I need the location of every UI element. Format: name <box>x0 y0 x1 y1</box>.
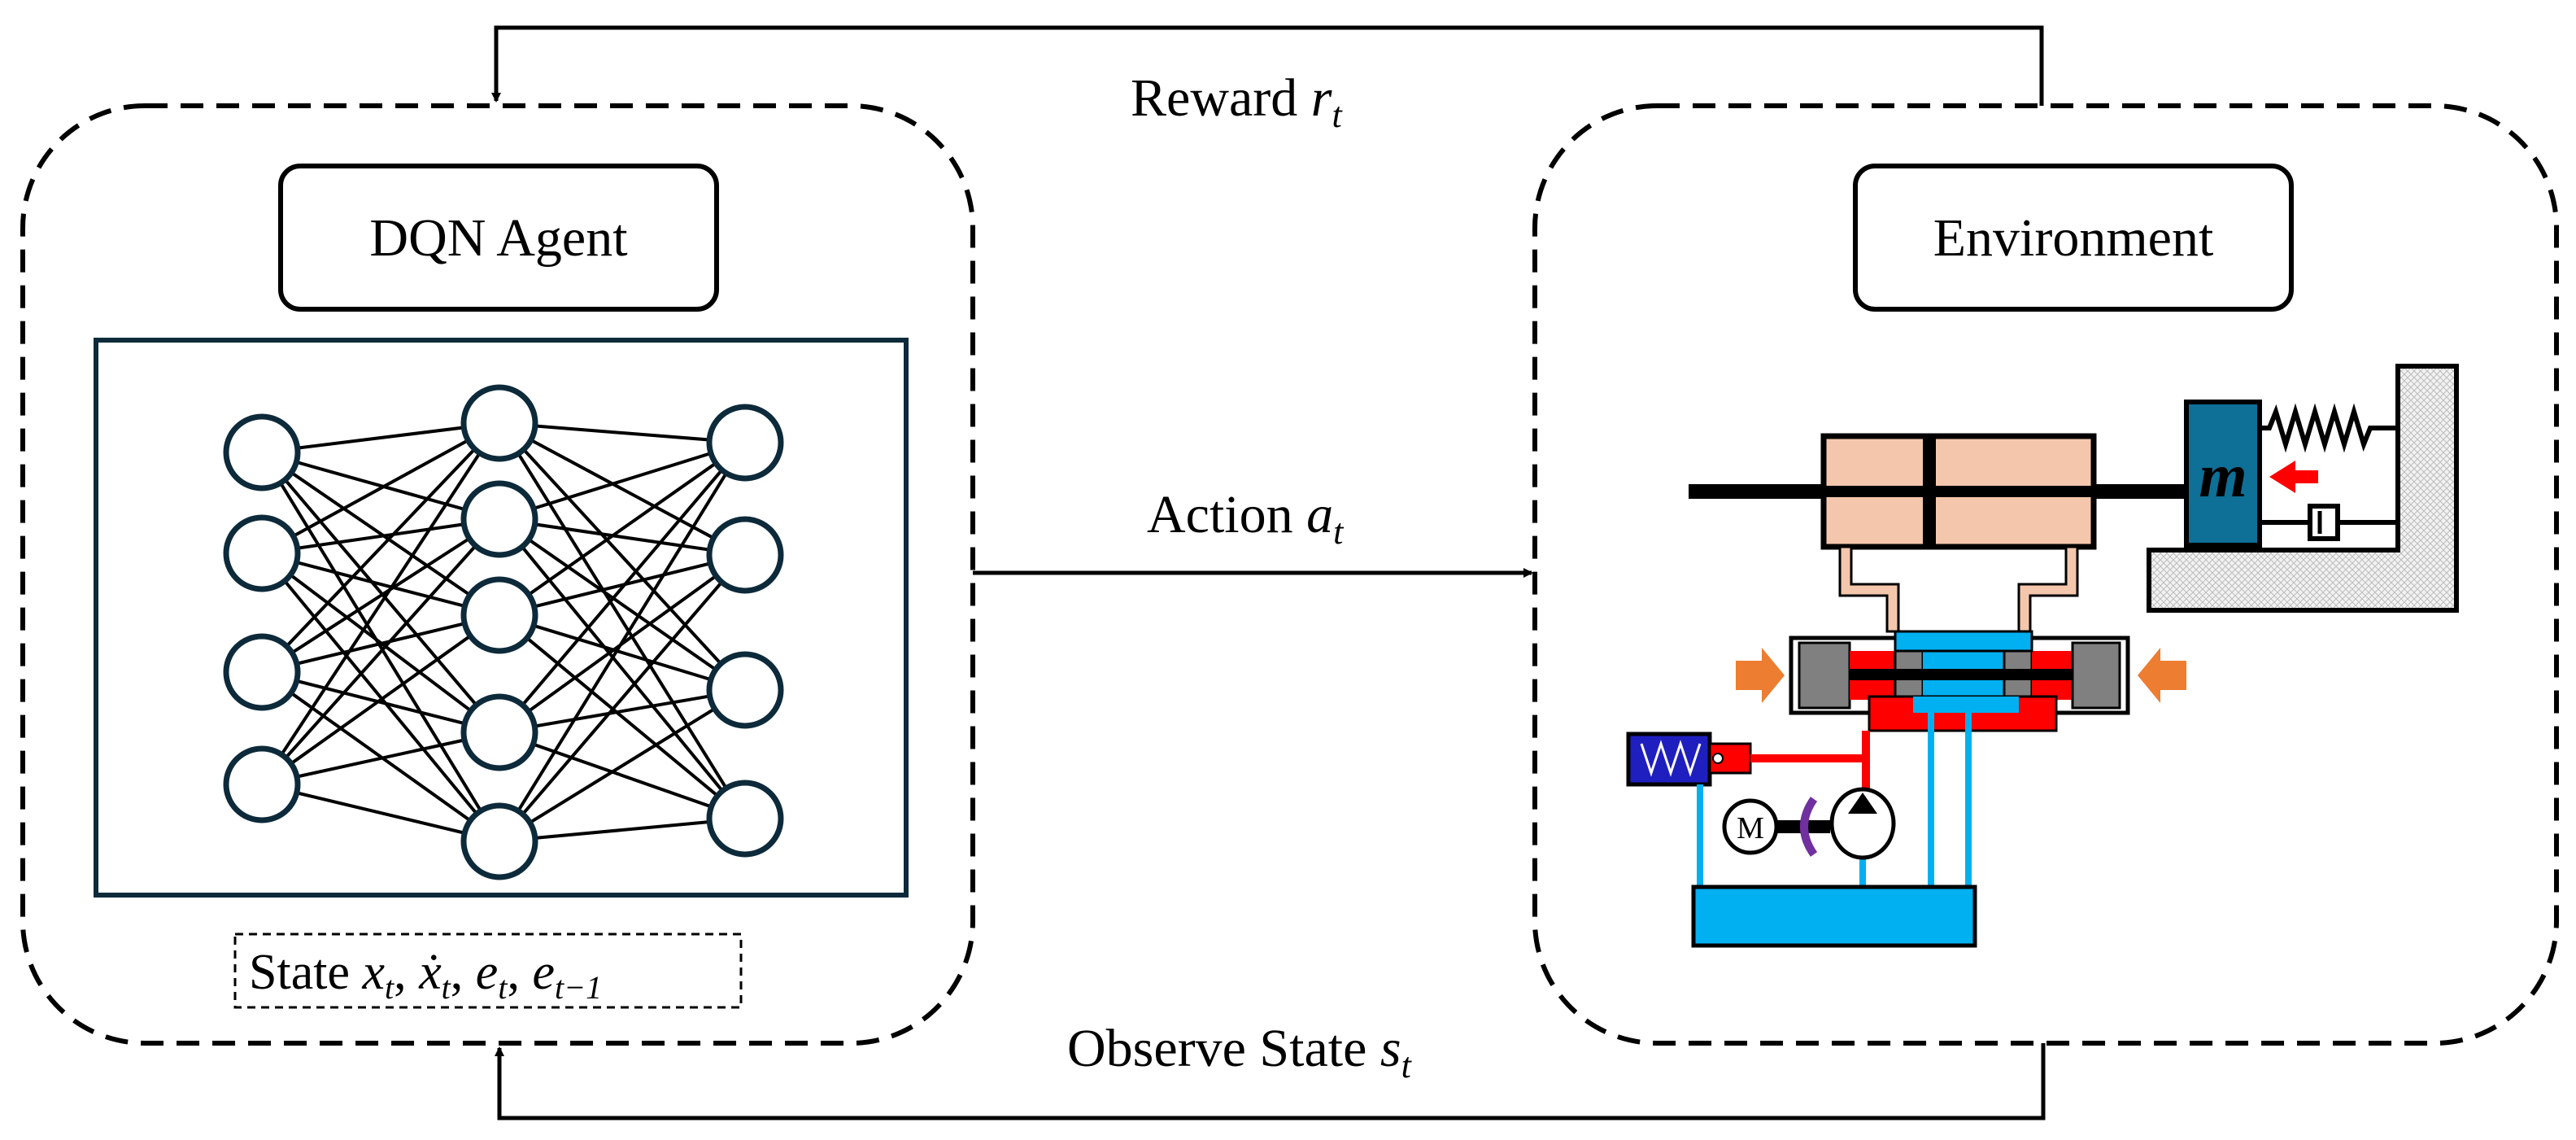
network-edge <box>261 731 500 786</box>
network-edge <box>498 421 747 820</box>
network-node <box>223 514 301 592</box>
environment-title: Environment <box>1933 208 2214 268</box>
rotation-arrow <box>1800 797 1818 857</box>
network-node <box>223 745 301 823</box>
state-eprev-sub: t−1 <box>555 969 602 1006</box>
action-label: Action at <box>1147 485 1345 552</box>
network-node <box>706 516 784 594</box>
network-edge <box>498 518 747 820</box>
network-edge <box>498 421 747 692</box>
network-edge <box>499 731 746 820</box>
network-edge <box>499 421 746 444</box>
observe-label: Observe State st <box>1067 1019 1413 1085</box>
network-edge <box>261 552 500 617</box>
mass-label: m <box>2199 442 2247 510</box>
network-edge <box>498 553 747 843</box>
damper <box>2308 504 2340 541</box>
network-node <box>460 802 538 880</box>
valve-arrow-right <box>2138 648 2186 703</box>
network-edge <box>499 688 746 734</box>
network-edge <box>261 421 500 555</box>
network-edge <box>260 518 501 674</box>
reward-label: Reward rt <box>1131 68 1343 135</box>
agent-title: DQN Agent <box>369 208 627 268</box>
agent-dashed-region <box>20 103 975 1046</box>
state-box <box>233 933 743 1009</box>
network-edge <box>260 518 501 786</box>
network-edge <box>498 614 747 820</box>
network-edge <box>260 451 501 617</box>
state-eprev: e <box>532 945 555 1000</box>
mass-block <box>2184 400 2262 548</box>
relief-valve <box>1626 732 1712 787</box>
network-edge <box>260 552 501 843</box>
state-x-sub: t <box>385 969 394 1006</box>
network-edge <box>498 441 747 843</box>
network-nodes <box>223 384 784 880</box>
environment-title-box <box>1853 164 2294 312</box>
network-node <box>706 404 784 482</box>
network-edge <box>261 518 500 555</box>
network-edge <box>499 817 746 843</box>
agent-title-box <box>278 164 719 312</box>
network-node <box>460 384 538 462</box>
network-edge <box>260 421 501 786</box>
network-node <box>460 576 538 654</box>
cylinder-port-right <box>2017 545 2079 633</box>
state-label: State xt, ẋt, et, et−1 <box>249 945 602 1006</box>
cylinder-port-left <box>1838 545 1900 633</box>
network-edge <box>261 421 500 454</box>
network-edge <box>261 451 500 521</box>
environment-dashed-region <box>1532 103 2559 1046</box>
state-prefix: State <box>249 945 362 1000</box>
spring <box>2260 403 2398 453</box>
hydraulic-system-illustration: m <box>1626 364 2459 948</box>
network-edge <box>261 783 500 843</box>
state-e-sub: t <box>498 969 508 1006</box>
network-edge <box>260 614 501 786</box>
network-edge <box>498 441 747 734</box>
observe-arrow <box>495 1043 2046 1120</box>
state-xdot: ẋ <box>418 945 442 1000</box>
state-xdot-sub: t <box>442 969 451 1006</box>
network-node <box>223 413 301 491</box>
network-edge <box>260 451 501 843</box>
motor-label: M <box>1737 811 1764 845</box>
network-edge <box>499 421 746 557</box>
pump <box>1829 787 1896 860</box>
network-edge <box>261 670 500 734</box>
network-edge <box>498 688 747 843</box>
network-edge <box>498 441 747 617</box>
pressure-line <box>1750 731 1870 762</box>
network-edge <box>498 518 747 692</box>
reservoir <box>1691 884 1977 948</box>
ground-wall <box>2147 364 2459 613</box>
network-node <box>706 651 784 729</box>
valve-arrow-left <box>1736 648 1785 703</box>
state-e: e <box>476 945 499 1000</box>
network-edge <box>261 614 500 674</box>
network-node <box>460 693 538 771</box>
force-arrow <box>2269 461 2318 493</box>
state-x: x <box>361 945 385 1000</box>
network-node <box>223 633 301 711</box>
network-edge <box>260 451 501 734</box>
network-edge <box>499 518 746 557</box>
network-edge <box>499 441 746 521</box>
network-node <box>706 780 784 858</box>
network-node <box>460 480 538 558</box>
network-edges <box>260 421 747 843</box>
reward-arrow <box>491 25 2044 106</box>
network-edge <box>499 614 746 692</box>
network-edge <box>260 421 501 674</box>
